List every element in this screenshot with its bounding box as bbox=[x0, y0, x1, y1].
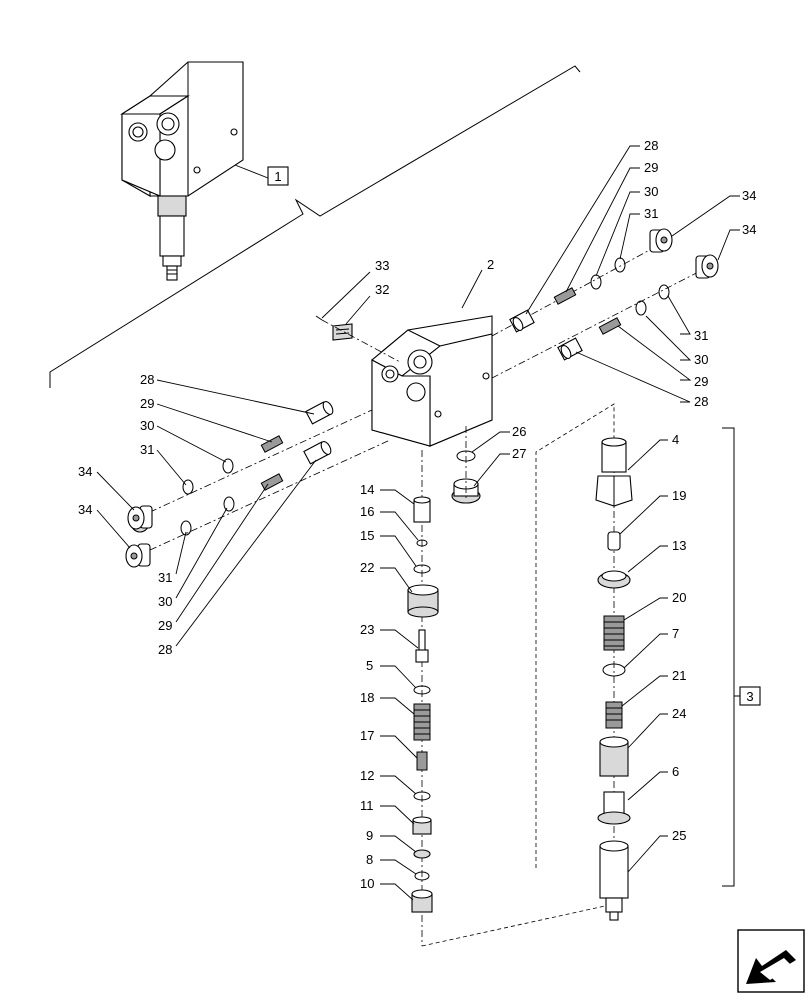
left-upper-row bbox=[127, 400, 334, 533]
callout-34-right-top: 34 bbox=[742, 188, 756, 203]
right-upper-row bbox=[509, 228, 673, 333]
callout-31-left-bottom: 31 bbox=[158, 570, 172, 585]
callout-31-right-bottom: 31 bbox=[694, 328, 708, 343]
left-lower-row bbox=[125, 440, 332, 568]
callout-13: 13 bbox=[672, 538, 686, 553]
back-arrow-icon[interactable] bbox=[737, 929, 805, 993]
callout-19: 19 bbox=[672, 488, 686, 503]
callout-6: 6 bbox=[672, 764, 679, 779]
callout-21: 21 bbox=[672, 668, 686, 683]
callout-29-right-bottom: 29 bbox=[694, 374, 708, 389]
callout-25: 25 bbox=[672, 828, 686, 843]
callout-27: 27 bbox=[512, 446, 526, 461]
callout-34-left-top: 34 bbox=[78, 464, 92, 479]
callout-3: 3 bbox=[746, 689, 753, 704]
callout-7: 7 bbox=[672, 626, 679, 641]
callout-8: 8 bbox=[366, 852, 373, 867]
callout-31-left-top: 31 bbox=[140, 442, 154, 457]
callout-29-left-top: 29 bbox=[140, 396, 154, 411]
callout-23: 23 bbox=[360, 622, 374, 637]
callout-10: 10 bbox=[360, 876, 374, 891]
callout-28-left-bottom: 28 bbox=[158, 642, 172, 657]
right-lower-row bbox=[557, 254, 719, 361]
callout-29-left-bottom: 29 bbox=[158, 618, 172, 633]
callout-11: 11 bbox=[360, 798, 374, 813]
right-stack bbox=[595, 437, 633, 921]
callout-22: 22 bbox=[360, 560, 374, 575]
callout-34-left-bottom: 34 bbox=[78, 502, 92, 517]
callout-24: 24 bbox=[672, 706, 686, 721]
callout-18: 18 bbox=[360, 690, 374, 705]
callout-2: 2 bbox=[487, 257, 494, 272]
callout-1: 1 bbox=[274, 169, 281, 184]
callout-34-right-bottom: 34 bbox=[742, 222, 756, 237]
callout-30-right-bottom: 30 bbox=[694, 352, 708, 367]
callout-30-left-bottom: 30 bbox=[158, 594, 172, 609]
callout-28-right-top: 28 bbox=[644, 138, 658, 153]
callout-15: 15 bbox=[360, 528, 374, 543]
valve-assembly-overview bbox=[120, 61, 244, 281]
callout-28-left-top: 28 bbox=[140, 372, 154, 387]
callout-16: 16 bbox=[360, 504, 374, 519]
callout-28-right-bottom: 28 bbox=[694, 394, 708, 409]
callout-17: 17 bbox=[360, 728, 374, 743]
callout-26: 26 bbox=[512, 424, 526, 439]
callout-29-right-top: 29 bbox=[644, 160, 658, 175]
middle-stack bbox=[407, 496, 439, 913]
callout-30-left-top: 30 bbox=[140, 418, 154, 433]
callout-14: 14 bbox=[360, 482, 374, 497]
callout-4: 4 bbox=[672, 432, 679, 447]
callout-31-right-top: 31 bbox=[644, 206, 658, 221]
callout-box-3 bbox=[739, 686, 761, 706]
callout-5: 5 bbox=[366, 658, 373, 673]
callout-32: 32 bbox=[375, 282, 389, 297]
valve-body bbox=[371, 315, 493, 447]
callout-9: 9 bbox=[366, 828, 373, 843]
callout-33: 33 bbox=[375, 258, 389, 273]
callout-12: 12 bbox=[360, 768, 374, 783]
callout-20: 20 bbox=[672, 590, 686, 605]
callout-box-1 bbox=[267, 166, 289, 186]
callout-30-right-top: 30 bbox=[644, 184, 658, 199]
